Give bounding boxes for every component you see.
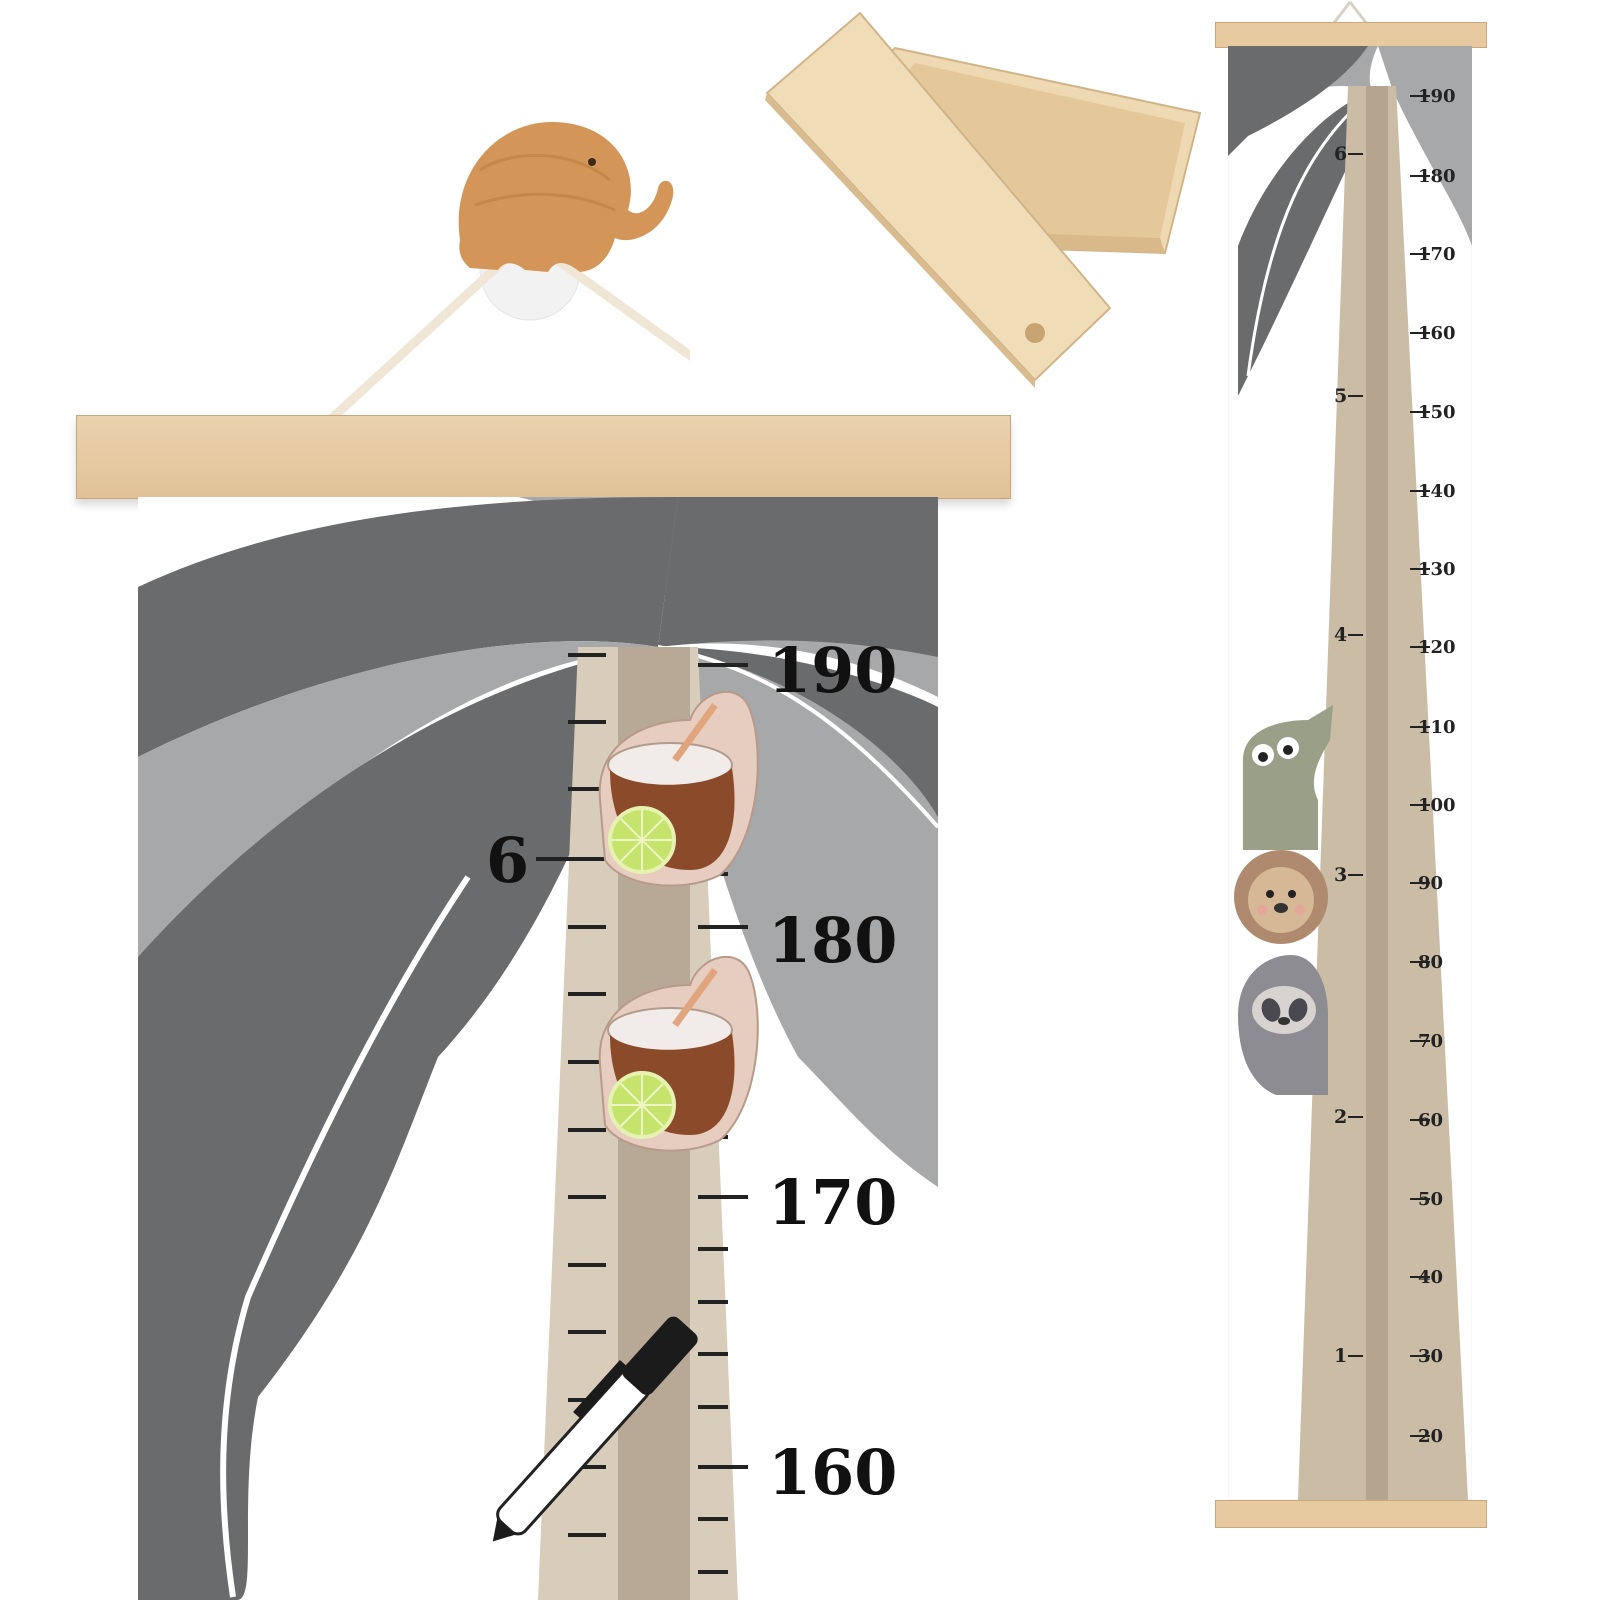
closeup-cm-label-190: 190 <box>768 634 898 707</box>
full-cm-label: 170 <box>1418 244 1456 265</box>
full-cm-label: 40 <box>1418 1267 1444 1288</box>
wooden-box-icon <box>765 11 1202 388</box>
full-bottom-bar <box>1215 1500 1487 1528</box>
full-cm-label: 140 <box>1418 481 1456 502</box>
full-cm-label: 90 <box>1418 873 1444 894</box>
closeup-cm-label-170: 170 <box>768 1166 898 1239</box>
full-cm-label: 120 <box>1418 637 1456 658</box>
full-cm-label: 20 <box>1418 1426 1444 1447</box>
full-cm-label: 30 <box>1418 1346 1444 1367</box>
full-cm-label: 150 <box>1418 402 1456 423</box>
closeup-cm-label-160: 160 <box>768 1436 898 1509</box>
marker-pen-icon[interactable] <box>440 1260 750 1590</box>
full-cm-label: 190 <box>1418 86 1456 107</box>
full-cm-label: 160 <box>1418 323 1456 344</box>
full-ft-label: 2 <box>1334 1106 1348 1128</box>
full-ft-label: 6 <box>1334 143 1348 165</box>
sloth-icon <box>1238 955 1328 1095</box>
closeup-cm-label-180: 180 <box>768 904 898 977</box>
coconut-drink-icon[interactable] <box>590 680 765 890</box>
full-top-bar <box>1215 22 1487 48</box>
lion-icon <box>1234 850 1328 944</box>
full-ft-label: 4 <box>1334 624 1348 646</box>
full-cm-label: 130 <box>1418 559 1456 580</box>
full-cm-label: 50 <box>1418 1189 1444 1210</box>
full-cm-label: 70 <box>1418 1031 1444 1052</box>
closeup-ft-label-6: 6 <box>486 824 530 897</box>
full-cm-label: 180 <box>1418 166 1456 187</box>
full-ft-label: 5 <box>1334 385 1348 407</box>
coconut-drink-icon[interactable] <box>590 945 765 1155</box>
full-cm-label: 110 <box>1418 717 1456 738</box>
full-ft-label: 1 <box>1334 1345 1348 1367</box>
full-chart-ticks <box>1348 95 1430 1437</box>
full-ft-label: 3 <box>1334 864 1348 886</box>
full-cm-label: 100 <box>1418 795 1456 816</box>
full-cm-label: 80 <box>1418 952 1444 973</box>
full-cm-label: 60 <box>1418 1110 1444 1131</box>
crocodile-icon <box>1243 705 1333 850</box>
elephant-hook-icon <box>326 121 690 424</box>
top-wooden-bar <box>76 415 1011 499</box>
